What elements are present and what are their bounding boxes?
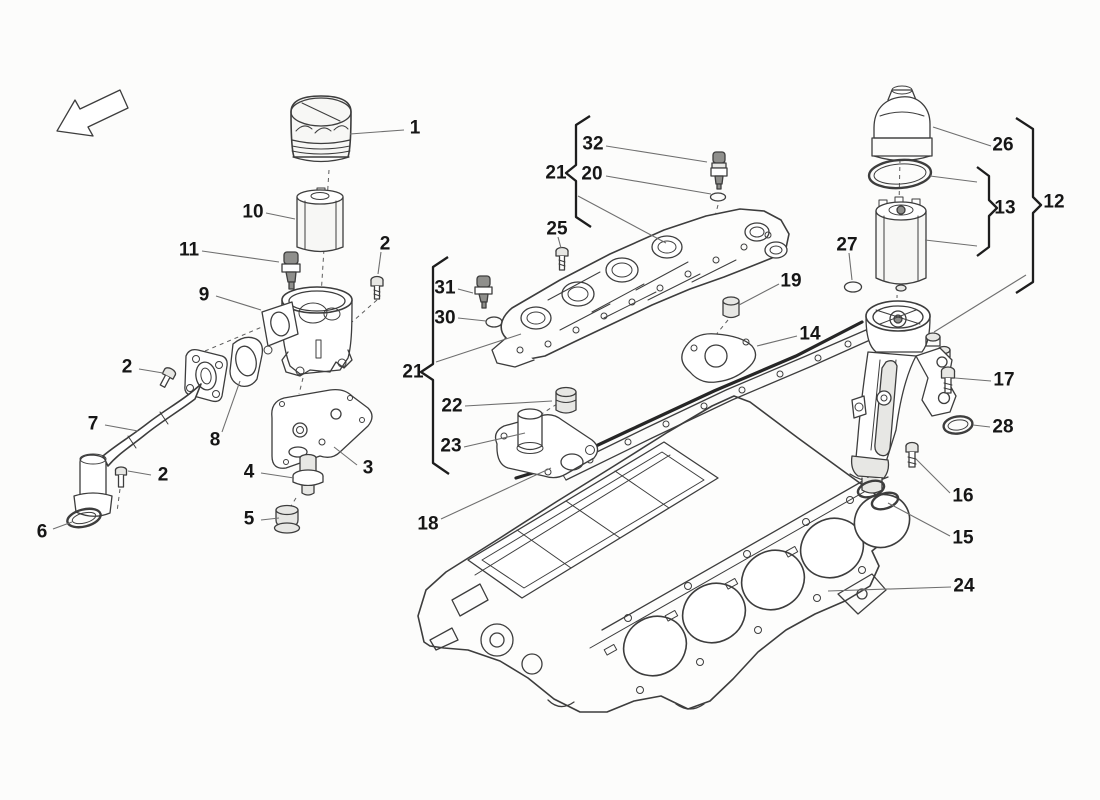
support-plate-drawing bbox=[271, 388, 373, 469]
o-ring-6-drawing bbox=[66, 507, 102, 529]
filter-cover-26-drawing bbox=[871, 85, 933, 162]
union-4-drawing bbox=[292, 453, 324, 496]
screw-2c-drawing bbox=[114, 466, 128, 488]
o-ring-13-drawing bbox=[867, 158, 933, 190]
group-brackets bbox=[419, 115, 1043, 475]
bushing-5-drawing bbox=[273, 504, 301, 534]
gasket-23-drawing bbox=[494, 408, 599, 479]
gasket-8-drawing bbox=[229, 336, 264, 387]
o-rings-15-drawing bbox=[856, 479, 900, 511]
o-ring-20-drawing bbox=[709, 192, 727, 202]
cam-cover-drawing bbox=[491, 208, 790, 368]
o-ring-28-drawing bbox=[942, 415, 974, 435]
sensor-31-drawing bbox=[474, 275, 493, 309]
cap-22-drawing bbox=[555, 386, 577, 414]
filter-element-13-drawing bbox=[875, 196, 927, 292]
engine-block-drawing bbox=[417, 395, 911, 713]
screw-2a-drawing bbox=[370, 275, 384, 300]
leader-lines bbox=[52, 126, 1027, 592]
oil-filter-cap-drawing bbox=[290, 95, 352, 163]
direction-arrow-icon bbox=[56, 89, 129, 137]
sensor-32-drawing bbox=[710, 151, 728, 190]
screw-25-drawing bbox=[555, 246, 569, 271]
screw-2b-drawing bbox=[159, 367, 177, 388]
oil-pressure-sensor-drawing bbox=[281, 251, 301, 290]
oil-pipe-drawing bbox=[73, 348, 228, 517]
o-ring-30-drawing bbox=[485, 316, 503, 328]
o-ring-27-drawing bbox=[843, 281, 863, 293]
filter-bracket-drawing bbox=[849, 300, 957, 494]
screw-17-drawing bbox=[940, 366, 956, 394]
screw-16-drawing bbox=[905, 441, 919, 468]
oil-filter-element-drawing bbox=[296, 187, 344, 253]
plug-19-drawing bbox=[722, 296, 740, 319]
oil-filter-housing-drawing bbox=[261, 286, 353, 377]
